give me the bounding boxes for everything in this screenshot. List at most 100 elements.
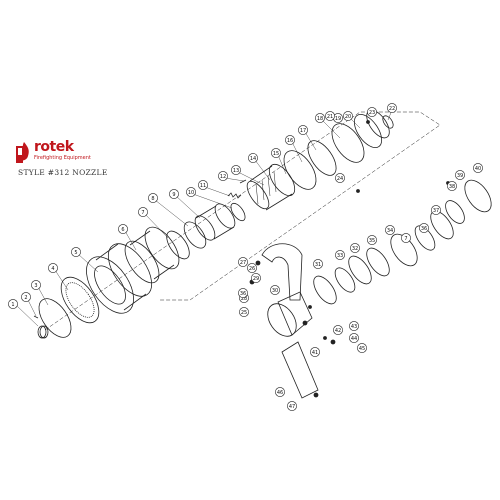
- part-coupling: [464, 179, 492, 213]
- part-balloon: [71, 247, 81, 257]
- part-number-label: 41: [312, 350, 318, 356]
- part-number-label: 1: [11, 302, 14, 308]
- part-balloon: [349, 333, 359, 343]
- part-number-label: 44: [351, 336, 357, 342]
- part-barrel: [124, 226, 180, 284]
- part-balloon: [335, 173, 345, 183]
- part-number-label: 45: [359, 346, 365, 352]
- part-number-label: 20: [345, 114, 351, 120]
- part-number-label: 23: [369, 110, 375, 116]
- fasteners: [249, 120, 450, 398]
- part-number-label: 22: [389, 106, 395, 112]
- part-stem: [246, 163, 296, 211]
- part-screw-13: [239, 179, 247, 184]
- part-balloon: [198, 180, 208, 190]
- part-balloon: [275, 387, 285, 397]
- part-ring-10: [230, 202, 246, 222]
- part-balloon: [186, 187, 196, 197]
- part-pistol-grip: [261, 243, 303, 301]
- brand-name: rotek: [34, 139, 74, 155]
- part-balloon: [48, 263, 58, 273]
- part-number-label: 31: [315, 262, 321, 268]
- part-number-label: 36: [421, 226, 427, 232]
- part-ring-32: [334, 267, 356, 293]
- part-number-label: 18: [317, 116, 323, 122]
- part-handle: [281, 341, 319, 399]
- brand-tagline: Firefighting Equipment: [34, 155, 91, 161]
- part-balloon: [367, 235, 377, 245]
- part-balloon: [169, 189, 179, 199]
- part-balloon: [333, 325, 343, 335]
- part-number-label: 42: [335, 328, 341, 334]
- part-valve-body: [267, 291, 313, 337]
- part-number-label: 12: [220, 174, 226, 180]
- part-balloon: [247, 263, 257, 273]
- part-spring: [227, 192, 242, 199]
- part-balloon: [447, 181, 457, 191]
- part-number-label: 39: [457, 173, 463, 179]
- brand-logo: rotek Firefighting Equipment: [14, 138, 94, 170]
- part-balloon: [21, 292, 31, 302]
- part-balloon: [31, 280, 41, 290]
- part-ring: [38, 298, 72, 338]
- part-number-label: 40: [475, 166, 481, 172]
- part-number-label: 15: [273, 151, 279, 157]
- part-balloon: [357, 343, 367, 353]
- part-number-label: 10: [188, 190, 194, 196]
- part-number-label: 19: [335, 116, 341, 122]
- part-balloon: [387, 103, 397, 113]
- part-balloon: [431, 205, 441, 215]
- part-number-label: 25: [241, 310, 247, 316]
- part-number-label: 6: [121, 227, 124, 233]
- part-number-label: 29: [253, 276, 259, 282]
- part-balloon: [315, 113, 325, 123]
- part-number-label: 32: [352, 246, 358, 252]
- part-tip: [382, 115, 394, 129]
- part-number-label: 47: [289, 404, 295, 410]
- part-number-label: 33: [337, 253, 343, 259]
- part-balloon: [8, 299, 18, 309]
- flame-logo-icon: [16, 142, 29, 163]
- part-ring-17: [307, 140, 337, 176]
- part-balloon: [238, 257, 248, 267]
- part-number-label: 3: [34, 283, 37, 289]
- part-balloon: [231, 165, 241, 175]
- part-balloon: [455, 170, 465, 180]
- part-ring-16: [283, 150, 317, 190]
- part-screw: [33, 315, 39, 319]
- part-balloon: [148, 193, 158, 203]
- part-number-label: 7: [404, 236, 407, 242]
- part-cap: [37, 325, 49, 339]
- part-ring-31: [313, 275, 337, 305]
- part-balloon: [239, 307, 249, 317]
- part-balloon: [349, 321, 359, 331]
- part-number-label: 46: [277, 390, 283, 396]
- part-number-label: 5: [74, 250, 77, 256]
- part-balloon: [270, 285, 280, 295]
- part-balloon: [138, 207, 148, 217]
- part-number-label: 4: [51, 266, 54, 272]
- part-number-label: 38: [449, 184, 455, 190]
- part-number-label: 28: [241, 296, 247, 302]
- part-ring-36: [414, 225, 436, 251]
- part-number-label: 13: [233, 168, 239, 174]
- part-balloon: [218, 171, 228, 181]
- part-sleeve: [194, 203, 236, 241]
- part-number-label: 37: [433, 208, 439, 214]
- part-ring-37: [430, 210, 454, 240]
- style-label: STYLE #312 NOZZLE: [18, 168, 108, 177]
- part-number-label: 30: [272, 288, 278, 294]
- part-balloon: [335, 250, 345, 260]
- part-balloon: [310, 347, 320, 357]
- part-number-label: 34: [387, 228, 393, 234]
- part-head: [331, 109, 390, 163]
- part-number-label: 36: [240, 291, 246, 297]
- part-balloon: [325, 111, 335, 121]
- part-number-label: 24: [337, 176, 343, 182]
- part-number-label: 16: [287, 138, 293, 144]
- part-balloon: [251, 273, 261, 283]
- part-ring-35: [390, 233, 418, 267]
- part-bumper-ring: [60, 276, 100, 324]
- part-balloon: [367, 107, 377, 117]
- part-number-label: 11: [200, 183, 206, 189]
